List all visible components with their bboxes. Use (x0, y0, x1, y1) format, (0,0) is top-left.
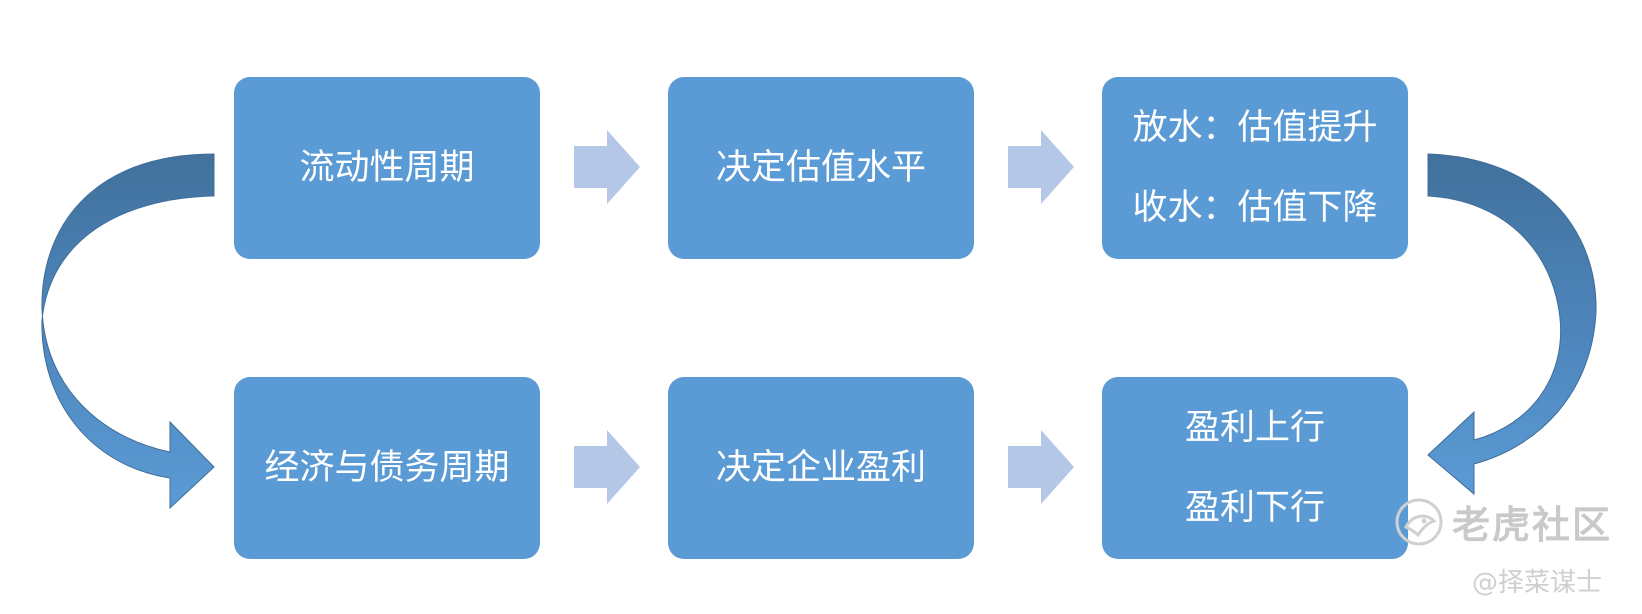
box-corporate-profit: 决定企业盈利 (668, 377, 974, 559)
box-label: 决定企业盈利 (715, 448, 926, 488)
box-label: 流动性周期 (299, 148, 475, 188)
curved-arrow-right (1427, 153, 1597, 496)
arrow-right-bottom-2 (1008, 430, 1074, 504)
arrow-right-bottom-1 (574, 430, 640, 504)
box-liquidity-cycle: 流动性周期 (234, 77, 540, 259)
box-profit-direction: 盈利上行 盈利下行 (1102, 377, 1408, 559)
profit-down-label: 盈利下行 (1184, 488, 1325, 528)
watermark: 老虎社区 (1394, 494, 1612, 549)
box-easing-tightening: 放水：估值提升 收水：估值下降 (1102, 77, 1408, 259)
tiger-logo-icon (1395, 498, 1443, 545)
profit-up-label: 盈利上行 (1184, 408, 1325, 448)
tightening-label: 收水：估值下降 (1132, 188, 1378, 228)
box-label: 决定估值水平 (715, 148, 926, 188)
easing-label: 放水：估值提升 (1132, 108, 1378, 148)
arrow-right-top-2 (1008, 130, 1074, 204)
box-label: 经济与债务周期 (264, 448, 510, 488)
author-credit: @择菜谋士 (1472, 568, 1603, 598)
watermark-brand: 老虎社区 (1452, 503, 1613, 547)
box-valuation-level: 决定估值水平 (668, 77, 974, 259)
curved-arrow-left (41, 153, 215, 510)
box-economy-debt-cycle: 经济与债务周期 (234, 377, 540, 559)
arrow-right-top-1 (574, 130, 640, 204)
